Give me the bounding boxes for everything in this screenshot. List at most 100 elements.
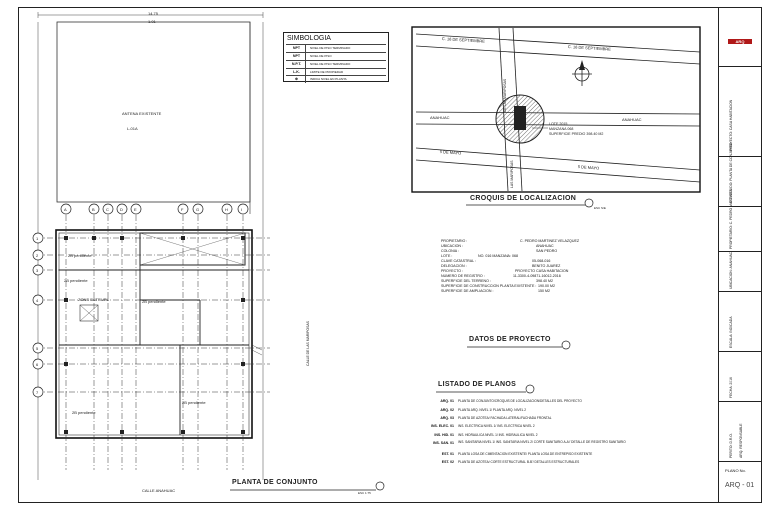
symbology-title: SIMBOLOGIA	[287, 35, 331, 42]
street-label: LAS MARIPOSAS	[510, 160, 514, 188]
level-marker-icon: ⊕	[288, 76, 306, 83]
room-label: 2B pendiente	[142, 299, 166, 304]
title-cell-text: UBICACION: ANAHUAC	[729, 251, 733, 289]
symbology-row: N.P.T. NIVEL DE PISO TERMINADO	[286, 60, 386, 69]
data-key: LOTE :	[441, 254, 453, 258]
plan-title: PLANTA DE CONJUNTO	[232, 479, 318, 486]
data-value: 398.40 M2	[536, 279, 553, 283]
symbology-row: L.K. LIMITE DE PROPIEDAD	[286, 68, 386, 77]
data-key: CLAVE CATASTRAL :	[441, 259, 477, 263]
plan-code: INS. ELEC. 01	[431, 424, 454, 428]
data-key: COLONIA :	[441, 249, 459, 253]
antenna-label: ANTENA EXISTENTE	[122, 111, 162, 116]
title-cell: UBICACION: ANAHUAC	[719, 251, 762, 291]
title-block: ARQ PROYECTO: CASA HABITACION CONTENIDO:…	[718, 8, 762, 502]
npt-level-icon: N.P.T.	[288, 61, 306, 68]
lot-note: LOTE 2015 MANZANA 068 SUPERFICIE PREDIO …	[549, 122, 604, 136]
axis-label: B	[92, 207, 95, 212]
data-value: BENITO JUAREZ	[532, 264, 561, 268]
title-cell: PROYECTO: CASA HABITACION	[719, 66, 762, 156]
symbology-desc: LIMITE DE PROPIEDAD	[310, 70, 344, 74]
title-cell: PROPIETARIO: C. PEDRO MARTINEZ	[719, 190, 762, 251]
data-key: SUPERFICIE DE CONSTRUCCION PLANTA EXISTE…	[441, 284, 537, 288]
symbology-row: NPT NIVEL DE PISO TERMINADO	[286, 44, 386, 53]
axis-label: E	[134, 207, 137, 212]
axis-label: 7	[36, 390, 39, 395]
axis-label: H	[225, 207, 228, 212]
symbology-row: ⊕ INDICA NIVEL EN PLANTA	[286, 75, 386, 84]
axis-label: I	[241, 207, 243, 212]
plan-code: EST. 02	[441, 460, 454, 464]
plan-code: ARQ. 01	[440, 399, 454, 403]
axis-label: 1	[36, 236, 39, 241]
axis-label: C	[106, 207, 109, 212]
location-scale: ESC S/E	[594, 206, 606, 210]
title-cell-text: ESCALA: INDICADA	[729, 316, 733, 348]
company-logo: ARQ	[728, 39, 752, 44]
plan-desc: PLANTA LOSA DE CIMENTACION EXISTENTE/ PL…	[458, 452, 593, 456]
plan-desc: PLANTA DE AZOTEA/ CORTE ESTRUCTURAL B-B'…	[458, 460, 580, 464]
street-label: ANAHUAC	[622, 117, 642, 122]
location-title: CROQUIS DE LOCALIZACION	[470, 195, 577, 202]
property-limit-icon: L.K.	[288, 69, 306, 76]
symbology-row: NPT NIVEL DE PISO	[286, 52, 386, 61]
room-label: 2B pendiente	[64, 278, 88, 283]
data-value: 05-068-016	[532, 259, 551, 263]
plan-number: ARQ - 01	[725, 482, 755, 489]
symbology-desc: INDICA NIVEL EN PLANTA	[310, 77, 347, 81]
axis-label: 4	[36, 298, 39, 303]
room-label: 2B pendiente	[72, 410, 96, 415]
plan-code: INS. HID. 01	[434, 433, 454, 437]
plan-desc: INS. SANITARIA NIVEL 1/ INS. SANITARIA N…	[458, 440, 626, 444]
plan-desc: INS. HIDRAULICA NIVEL 1/ INS. HIDRAULICA…	[458, 433, 538, 437]
axis-label: F	[181, 207, 184, 212]
plan-code: EST. 01	[441, 452, 454, 456]
data-key: PROYECTO :	[441, 269, 464, 273]
axis-label: G	[196, 207, 200, 212]
axis-label: A	[64, 207, 67, 212]
symbology-desc: NIVEL DE PISO TERMINADO	[310, 62, 351, 66]
room-label: 2B pendiente	[68, 253, 92, 258]
data-key: NUMERO DE REGISTRO :	[441, 274, 485, 278]
antenna-code: L-01A	[127, 126, 138, 131]
data-key: UBICACION :	[441, 244, 463, 248]
data-value: ANAHUAC	[536, 244, 554, 248]
plan-desc: INS. ELECTRICA NIVEL 1/ INS. ELECTRICA N…	[458, 424, 535, 428]
title-cell: PERITO: D.R.O. ARQ. RESPONSABLE	[719, 401, 762, 461]
street-label: DE LAS MARIPOSAS	[503, 78, 507, 112]
title-cell-text: PROPIETARIO: C. PEDRO MARTINEZ	[729, 189, 733, 249]
plan-desc: PLANTA DE AZOTEA/ FACHADA LATERAL/FACHAD…	[458, 416, 552, 420]
title-cell-text: FECHA: 2016	[729, 377, 733, 398]
data-key: SUPERFICIE DEL TERRENO :	[441, 279, 491, 283]
room-label: ZONE ESTRUPE	[78, 297, 110, 302]
symbology-box: SIMBOLOGIA NPT NIVEL DE PISO TERMINADO N…	[283, 32, 389, 84]
plan-code: INS. SAN. 01	[432, 441, 454, 445]
data-value: PROYECTO CASA HABITACION	[515, 269, 569, 273]
title-cell-text: PERITO: D.R.O.	[729, 433, 733, 458]
logo-cell: ARQ	[719, 8, 762, 66]
axis-label: 2	[36, 253, 39, 258]
plan-number-cell: PLANO No. ARQ - 01	[719, 461, 762, 502]
top-dimension-b: 1.01	[148, 19, 156, 24]
data-value: 11-3300-4-09871-16012-2016	[513, 274, 561, 278]
street-right-label: CALLE DE LAS MARIPOSAS	[306, 321, 310, 366]
symbology-desc: NIVEL DE PISO TERMINADO	[310, 46, 351, 50]
title-cell: FECHA: 2016	[719, 351, 762, 401]
symbology-desc: NIVEL DE PISO	[310, 54, 332, 58]
data-value: 190.00 M2	[538, 284, 555, 288]
data-key: PROPIETARIO :	[441, 239, 468, 243]
data-value: SAN PEDRO	[536, 249, 558, 253]
plan-desc: PLANTA DE CONJUNTO/CROQUIS DE LOCALIZACI…	[458, 399, 582, 403]
project-data-title: DATOS DE PROYECTO	[469, 336, 551, 343]
data-value: NO. 016 MANZANA: 068	[478, 254, 518, 258]
plan-code: ARQ. 03	[440, 416, 454, 420]
data-key: SUPERFICIE DE AMPLIACION :	[441, 289, 494, 293]
top-dimension: 14.75	[148, 11, 159, 16]
data-value: 150 M2	[538, 289, 550, 293]
street-bottom-label: CALLE ANAHUAC	[142, 488, 176, 493]
data-value: C. PEDRO MARTINEZ VELAZQUEZ	[520, 239, 580, 243]
title-cell: ESCALA: INDICADA	[719, 291, 762, 351]
drawing-sheet	[18, 7, 762, 503]
axis-label: D	[120, 207, 123, 212]
